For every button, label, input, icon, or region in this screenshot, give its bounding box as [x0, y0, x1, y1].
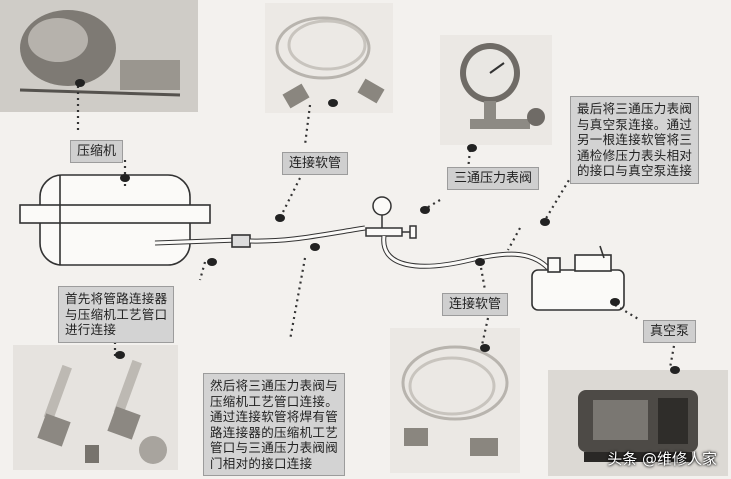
watermark: 头条 @维修人家 — [607, 450, 717, 468]
note-step1: 首先将管路连接器 与压缩机工艺管口 进行连接 — [58, 286, 175, 343]
fittings-graphic — [37, 359, 167, 464]
label-hose-bottom: 连接软管 — [442, 293, 509, 316]
compressor-photo — [0, 0, 198, 112]
pump-photo — [548, 370, 728, 476]
note-step3: 最后将三通压力表阀 与真空泵连接。通过 另一根连接软管将三 通检修压力表头相对 … — [570, 96, 700, 184]
pump-drawing — [531, 245, 625, 311]
compressor-photo-graphic — [0, 0, 198, 112]
label-compressor: 压缩机 — [70, 140, 124, 163]
label-hose-top: 连接软管 — [282, 152, 349, 175]
hose-bottom-photo — [390, 328, 520, 473]
hose-bottom-graphic — [401, 345, 509, 456]
pointer-markers — [75, 79, 680, 374]
gauge-photo — [440, 35, 552, 145]
pump-graphic — [578, 390, 698, 462]
hose-top-graphic — [275, 16, 385, 109]
gauge-drawing — [365, 196, 417, 239]
compressor-drawing — [19, 174, 251, 266]
hose-top-photo — [265, 3, 393, 113]
gauge-graphic — [460, 43, 545, 129]
label-gauge: 三通压力表阀 — [447, 167, 540, 190]
fittings-photo — [13, 345, 178, 470]
label-pump: 真空泵 — [643, 320, 697, 343]
note-step2: 然后将三通压力表阀与 压缩机工艺管口连接。 通过连接软管将焊有管 路连接器的压缩… — [203, 373, 346, 476]
hose-line-2 — [381, 235, 550, 270]
